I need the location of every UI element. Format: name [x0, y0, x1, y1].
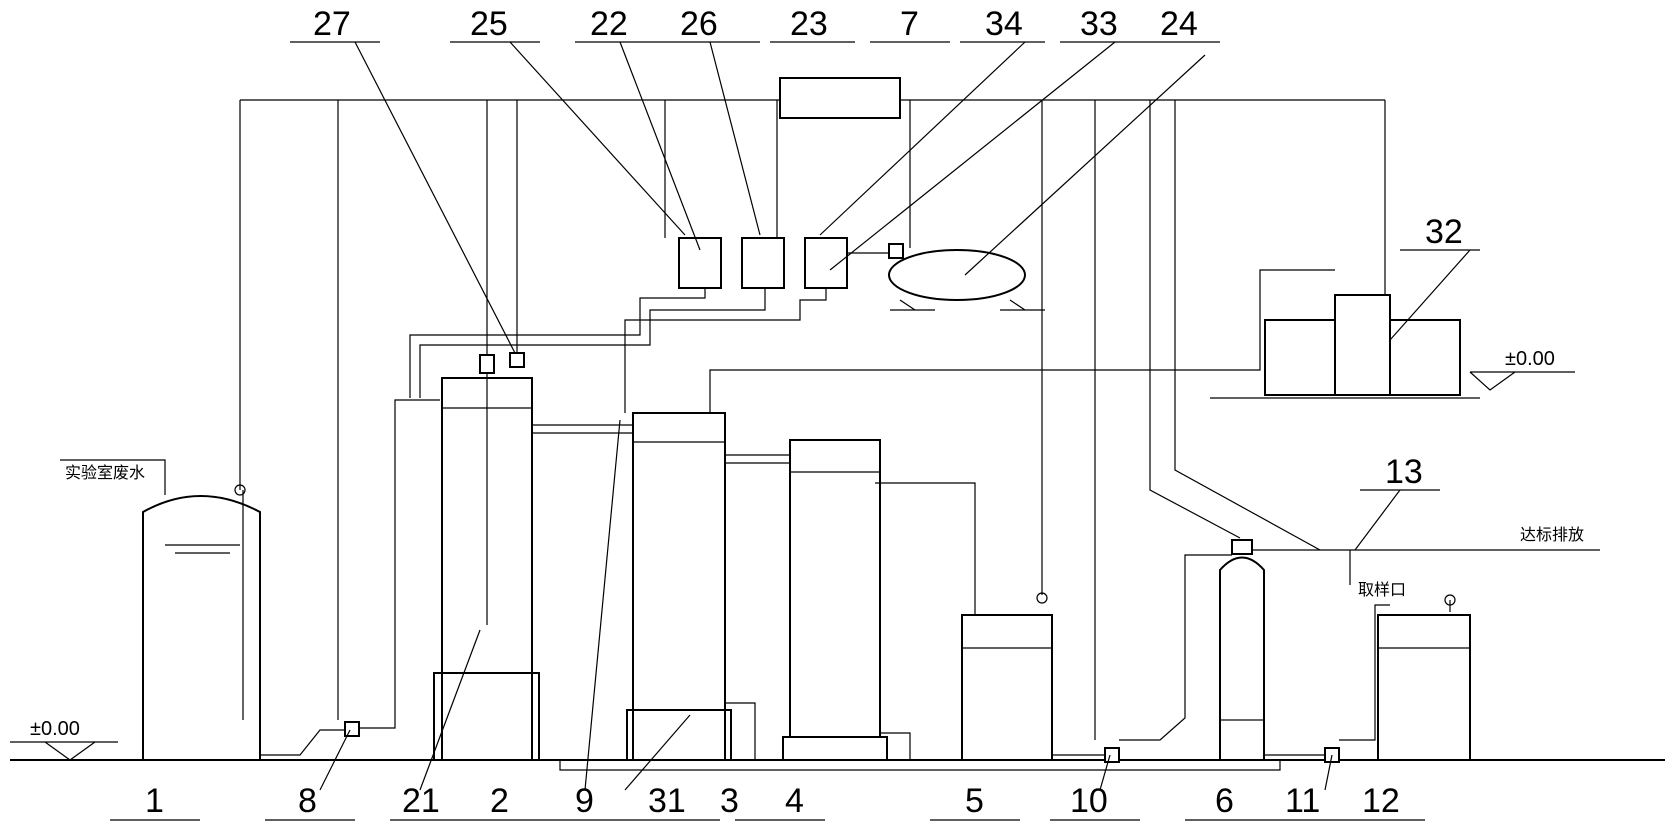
- backflush-line-a: [1149, 100, 1241, 539]
- tank-3: [632, 412, 726, 761]
- level-label-right: ±0.00: [1505, 348, 1555, 370]
- dosing-tank-23: [741, 237, 785, 289]
- leader-24: [964, 54, 1206, 276]
- backflush-line-b: [1174, 100, 1321, 551]
- dosing-feed-line-b: [419, 288, 766, 398]
- leader-21: [419, 629, 481, 791]
- label-26: 26: [680, 5, 718, 43]
- label-34: 34: [985, 5, 1023, 43]
- label-2: 2: [490, 782, 509, 820]
- label-7: 7: [900, 5, 919, 43]
- leader-9: [584, 419, 621, 791]
- pipe-1-to-8: [260, 729, 345, 756]
- label-22: 22: [590, 5, 628, 43]
- tank-1: [142, 495, 261, 761]
- outlet-label: 达标排放: [1520, 525, 1584, 544]
- label-13: 13: [1385, 453, 1423, 491]
- tank-4: [789, 439, 881, 738]
- level-label-left: ±0.00: [30, 718, 80, 740]
- label-32: 32: [1425, 213, 1463, 251]
- label-31: 31: [648, 782, 686, 820]
- label-6: 6: [1215, 782, 1234, 820]
- air-compressor-24: [888, 249, 1026, 301]
- tank-5: [961, 614, 1053, 761]
- label-underlines: [110, 41, 1480, 821]
- leader-26: [709, 41, 761, 236]
- pump-8-icon: [344, 721, 360, 737]
- air-compressor-valve-icon: [888, 243, 904, 259]
- leader-33: [829, 41, 1116, 271]
- pipe-3-out: [725, 702, 756, 760]
- tank-5-sensor-icon: [1036, 592, 1048, 604]
- pipe-11-to-12: [1339, 604, 1390, 741]
- cabinet-32-main: [1334, 294, 1391, 396]
- level-marker-left: [10, 741, 118, 761]
- filter-6-base: [1219, 719, 1265, 761]
- label-25: 25: [470, 5, 508, 43]
- sample-label: 取样口: [1358, 580, 1406, 599]
- tank-12: [1377, 614, 1471, 761]
- label-24: 24: [1160, 5, 1198, 43]
- air-compressor-feet: [890, 299, 1045, 311]
- dosing-tank-22: [678, 237, 722, 289]
- drain-line: [559, 760, 1281, 771]
- label-8: 8: [298, 782, 317, 820]
- label-12: 12: [1362, 782, 1400, 820]
- pump-10-icon: [1104, 747, 1120, 763]
- label-10: 10: [1070, 782, 1108, 820]
- tank-1-sensor-icon: [234, 484, 246, 496]
- label-5: 5: [965, 782, 984, 820]
- label-21: 21: [402, 782, 440, 820]
- leader-11: [1324, 754, 1333, 791]
- label-9: 9: [575, 782, 594, 820]
- cabinet-32-feed: [709, 269, 1335, 413]
- pipe-4-to-5: [875, 482, 976, 615]
- leader-31: [624, 714, 691, 791]
- pipe-10-to-6: [1119, 554, 1232, 741]
- leader-8: [319, 729, 351, 791]
- label-33: 33: [1080, 5, 1118, 43]
- dosing-feed-line-c: [624, 288, 827, 413]
- dosing-feed-line-a: [409, 288, 706, 398]
- label-27: 27: [313, 5, 351, 43]
- tank-2-base-31: [433, 672, 540, 761]
- cabinet-32-right: [1389, 319, 1461, 396]
- cabinet-32-left: [1264, 319, 1336, 396]
- leader-22: [619, 41, 701, 251]
- dosing-tank-33: [804, 237, 848, 289]
- label-23: 23: [790, 5, 828, 43]
- leader-10: [1099, 754, 1111, 791]
- tank-12-sensor-icon: [1444, 594, 1456, 606]
- level-marker-right: [1469, 371, 1575, 391]
- stirrer-21-icon: [479, 354, 495, 374]
- pipe-8-to-2: [359, 399, 440, 729]
- filter-6-valve-icon: [1231, 539, 1253, 555]
- label-1: 1: [145, 782, 164, 820]
- label-4: 4: [785, 782, 804, 820]
- leader-34: [819, 41, 1026, 236]
- leader-32: [1389, 249, 1471, 341]
- label-3: 3: [720, 782, 739, 820]
- tank-3-base-31: [626, 709, 732, 761]
- leader-27: [354, 41, 516, 354]
- pipe-4-out: [880, 732, 911, 760]
- filter-6: [1219, 556, 1265, 761]
- tank-4-base: [782, 736, 888, 761]
- sensor-27-icon: [509, 352, 525, 368]
- inlet-label: 实验室废水: [65, 463, 145, 482]
- leader-13: [1354, 489, 1401, 551]
- inlet-pipe: [60, 459, 166, 495]
- label-11: 11: [1285, 782, 1320, 820]
- controller-7: [779, 77, 901, 119]
- leader-25: [509, 41, 686, 236]
